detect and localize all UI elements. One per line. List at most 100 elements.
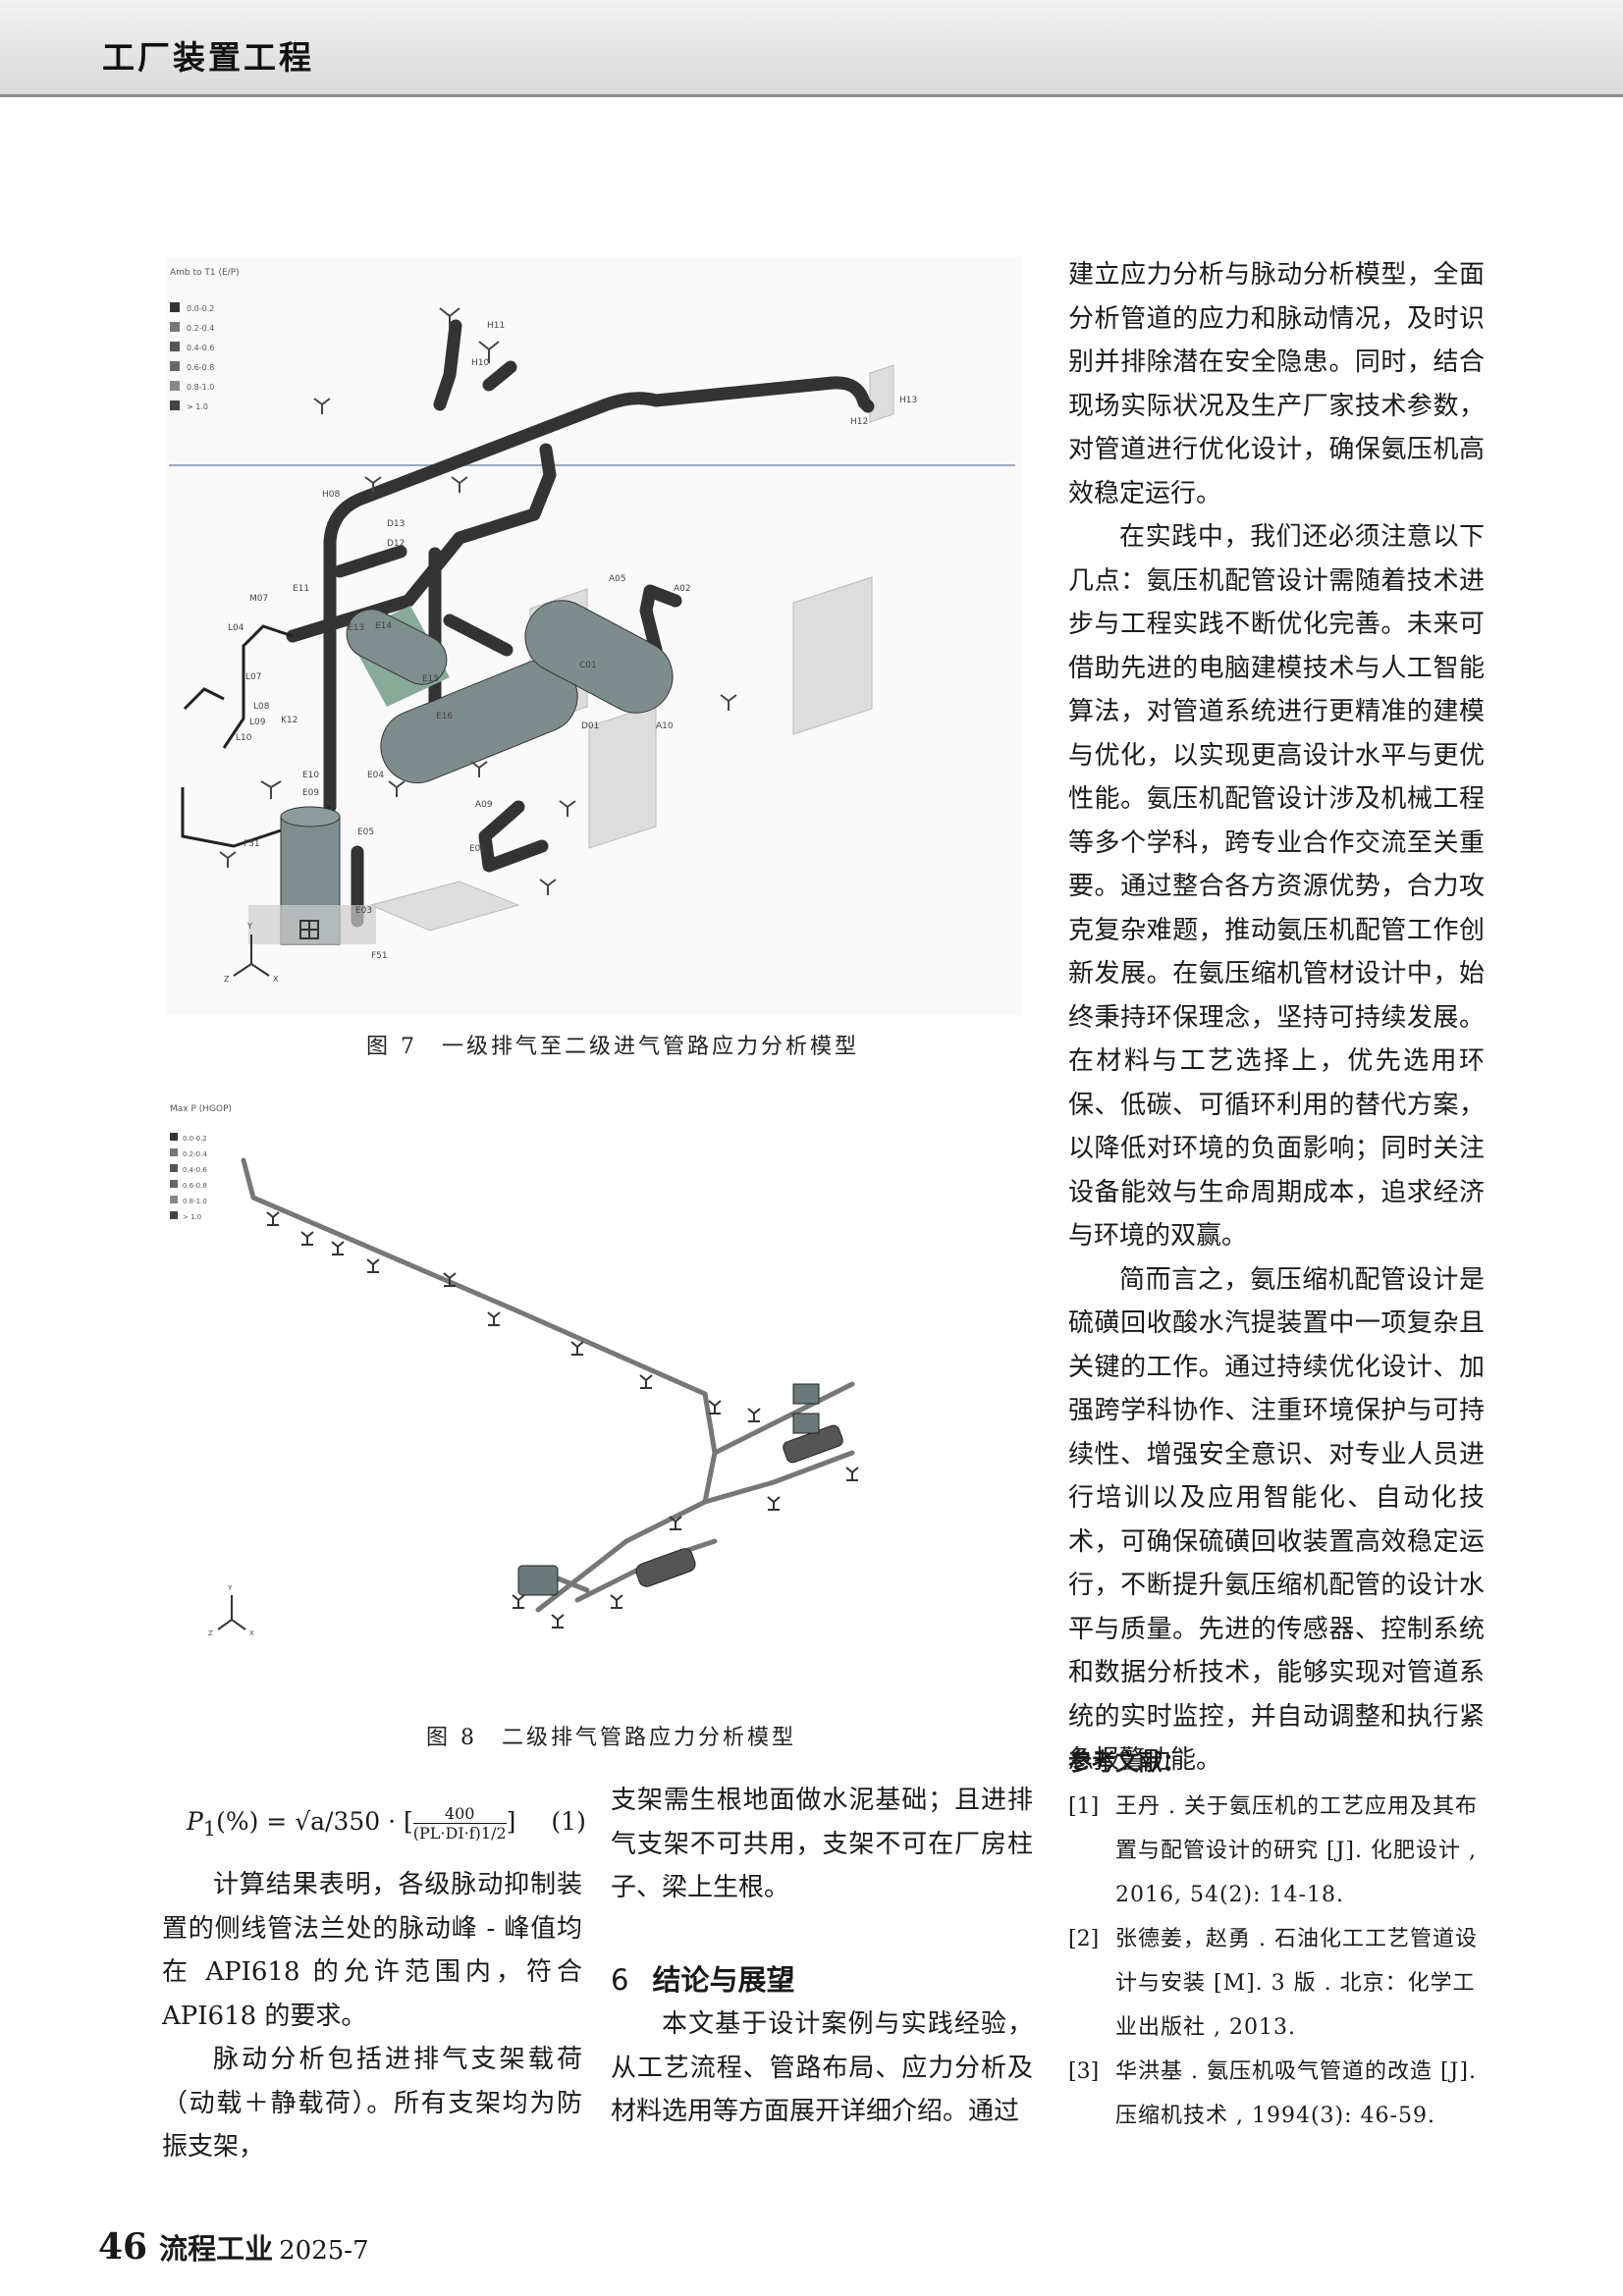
- fig7-node-label: E15: [422, 674, 439, 684]
- formula-frac-den: (PL·DI·f)1/2: [412, 1824, 507, 1842]
- middle-column-bottom-text: 本文基于设计案例与实践经验，从工艺流程、管路布局、应力分析及材料选用等方面展开详…: [611, 2002, 1033, 2134]
- fig7-node-label: E13: [348, 623, 364, 633]
- fig7-column: [248, 806, 376, 945]
- fig7-node-label: E14: [375, 621, 392, 631]
- fig7-node-label: D01: [581, 721, 599, 731]
- fig7-legend-item: 0.8-1.0: [187, 383, 214, 392]
- fig8-legend-item: 0.0-0.2: [183, 1135, 207, 1143]
- paragraph: 本文基于设计案例与实践经验，从工艺流程、管路布局、应力分析及材料选用等方面展开详…: [611, 2009, 1033, 2126]
- reference-number: [3]: [1068, 2059, 1100, 2084]
- formula-frac-num: 400: [412, 1804, 507, 1824]
- fig8-pipes: [241, 1157, 855, 1613]
- equation-number: (1): [551, 1807, 586, 1836]
- fig8-axis-triad: [217, 1595, 246, 1630]
- formula-close: ]: [506, 1807, 516, 1836]
- section-title: 结论与展望: [652, 1963, 795, 1997]
- running-header: 工厂装置工程: [0, 0, 1623, 97]
- fig7-legend-title: Amb to T1 (E/P): [170, 268, 240, 278]
- fig7-legend-item: 0.4-0.6: [187, 344, 214, 352]
- fig7-node-label: L09: [249, 718, 266, 727]
- fig7-node-label: C01: [579, 661, 597, 670]
- figure-7: Amb to T1 (E/P) 0.0-0.2 0.2-0.4 0.4-0.6 …: [165, 257, 1021, 1015]
- right-column-text: 建立应力分析与脉动分析模型，全面分析管道的应力和脉动情况，及时识别并排除潜在安全…: [1068, 253, 1485, 1783]
- fig8-legend-item: > 1.0: [183, 1213, 201, 1221]
- fig7-axis-triad: [233, 934, 270, 977]
- fig7-node-label: A05: [609, 574, 626, 584]
- page-number: 46: [98, 2226, 148, 2268]
- figure-8-caption: 图 8 二级排气管路应力分析模型: [426, 1726, 796, 1750]
- fig8-support-markers: [266, 1211, 859, 1629]
- fig7-node-label: H11: [487, 321, 505, 331]
- formula-lhs-rest: (%) = √a/350 · [: [216, 1807, 413, 1836]
- fig7-node-label: E10: [302, 771, 319, 780]
- equation-1: P1(%) = √a/350 · [400(PL·DI·f)1/2] (1): [187, 1804, 586, 1842]
- reference-text: 张德姜，赵勇 . 石油化工工艺管道设计与安装 [M]. 3 版 . 北京：化学工…: [1115, 1927, 1478, 2040]
- figure-7-model: Amb to T1 (E/P) 0.0-0.2 0.2-0.4 0.4-0.6 …: [169, 268, 1015, 984]
- paragraph: 支架需生根地面做水泥基础；且进排气支架不可共用，支架不可在厂房柱子、梁上生根。: [611, 1786, 1033, 1902]
- reference-text: 王丹 . 关于氨压机的工艺应用及其布置与配管设计的研究 [J]. 化肥设计 , …: [1115, 1794, 1478, 1907]
- fig8-legend-title: Max P (HGOP): [170, 1104, 232, 1114]
- figure-7-caption: 图 7 一级排气至二级进气管路应力分析模型: [366, 1035, 859, 1059]
- journal-name: 流程工业: [159, 2232, 274, 2266]
- fig7-node-label: M07: [249, 594, 268, 604]
- fig7-node-label: K12: [281, 716, 298, 725]
- fig7-node-label: D12: [387, 539, 405, 549]
- reference-number: [1]: [1068, 1794, 1100, 1819]
- paragraph: 在实践中，我们还必须注意以下几点：氨压机配管设计需随着技术进步与工程实践不断优化…: [1068, 522, 1485, 1251]
- header-title: 工厂装置工程: [102, 38, 314, 77]
- left-column-text: 计算结果表明，各级脉动抑制装置的侧线管法兰处的脉动峰 - 峰值均在 API618…: [162, 1863, 582, 2169]
- fig8-legend-item: 0.8-1.0: [183, 1198, 207, 1205]
- fig7-legend-item: 0.0-0.2: [187, 304, 214, 313]
- fig7-node-label: E03: [355, 906, 372, 916]
- issue-date: 2025-7: [279, 2236, 369, 2266]
- fig7-node-label: E11: [293, 584, 309, 594]
- fig7-node-label: F51: [371, 951, 388, 961]
- reference-item: [1] 王丹 . 关于氨压机的工艺应用及其布置与配管设计的研究 [J]. 化肥设…: [1068, 1785, 1490, 1917]
- figure-8: Max P (HGOP) 0.0-0.2 0.2-0.4 0.4-0.6 0.6…: [165, 1090, 1021, 1690]
- section-heading-6: 6 结论与展望: [611, 1957, 794, 1999]
- fig7-node-label: H13: [899, 396, 917, 405]
- fig7-node-label: L08: [253, 702, 270, 712]
- fig7-axis-y: Y: [246, 922, 252, 931]
- middle-column-top-text: 支架需生根地面做水泥基础；且进排气支架不可共用，支架不可在厂房柱子、梁上生根。: [611, 1779, 1033, 1910]
- fig7-node-label: A10: [656, 721, 674, 731]
- formula-fraction: 400(PL·DI·f)1/2: [412, 1804, 507, 1842]
- fig7-legend: 0.0-0.2 0.2-0.4 0.4-0.6 0.6-0.8 0.8-1.0 …: [170, 302, 214, 411]
- fig7-node-label: E16: [436, 712, 453, 721]
- fig7-vessel-1: [346, 606, 450, 707]
- fig8-axis-z: Z: [208, 1629, 213, 1637]
- fig7-node-label: L10: [236, 733, 252, 743]
- fig7-node-label: L04: [228, 623, 244, 633]
- fig7-node-label: E09: [302, 788, 319, 798]
- fig7-axis-z: Z: [224, 975, 230, 984]
- fig7-node-label: D13: [387, 519, 405, 529]
- figure-8-model: Max P (HGOP) 0.0-0.2 0.2-0.4 0.4-0.6 0.6…: [170, 1104, 859, 1637]
- formula-lhs: P: [187, 1807, 203, 1836]
- fig7-legend-item: 0.6-0.8: [187, 363, 214, 372]
- fig8-legend-item: 0.6-0.8: [183, 1182, 207, 1190]
- fig7-node-label: A09: [475, 800, 493, 810]
- fig7-node-label: H10: [471, 358, 489, 368]
- fig8-legend: 0.0-0.2 0.2-0.4 0.4-0.6 0.6-0.8 0.8-1.0 …: [170, 1133, 207, 1221]
- fig7-support-markers: [219, 307, 737, 895]
- fig7-node-label: A02: [674, 584, 691, 594]
- reference-item: [2] 张德姜，赵勇 . 石油化工工艺管道设计与安装 [M]. 3 版 . 北京…: [1068, 1917, 1490, 2050]
- references-list: [1] 王丹 . 关于氨压机的工艺应用及其布置与配管设计的研究 [J]. 化肥设…: [1068, 1785, 1490, 2138]
- fig7-node-label: E05: [357, 828, 374, 837]
- fig7-legend-item: 0.2-0.4: [187, 324, 214, 333]
- fig8-axis-y: Y: [227, 1584, 233, 1592]
- formula-lhs-sub: 1: [202, 1817, 217, 1841]
- fig8-legend-item: 0.2-0.4: [183, 1150, 207, 1158]
- fig7-node-label: H12: [850, 417, 868, 427]
- fig8-axis-x: X: [249, 1629, 254, 1637]
- paragraph: 建立应力分析与脉动分析模型，全面分析管道的应力和脉动情况，及时识别并排除潜在安全…: [1068, 260, 1485, 508]
- section-number: 6: [611, 1963, 629, 1997]
- fig7-node-label: F31: [243, 839, 260, 849]
- paragraph: 简而言之，氨压缩机配管设计是硫磺回收酸水汽提装置中一项复杂且关键的工作。通过持续…: [1068, 1264, 1485, 1776]
- paragraph: 脉动分析包括进排气支架载荷（动载＋静载荷）。所有支架均为防振支架，: [162, 2045, 582, 2162]
- fig7-axis-x: X: [273, 975, 279, 984]
- reference-text: 华洪基 . 氨压机吸气管道的改造 [J]. 压缩机技术 , 1994(3): 4…: [1115, 2059, 1477, 2128]
- fig7-node-label: L07: [245, 672, 261, 682]
- references-heading: 参考文献：: [1068, 1748, 1186, 1776]
